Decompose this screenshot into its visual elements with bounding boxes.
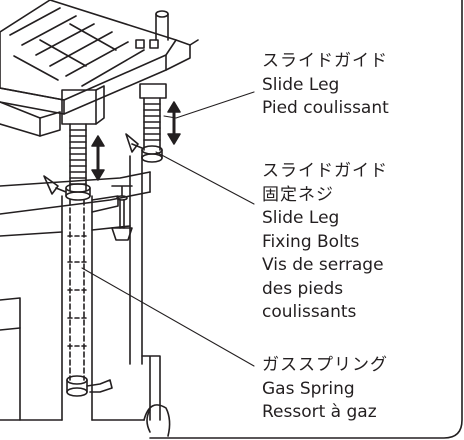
left-leg-block xyxy=(61,89,97,125)
right-slide-leg xyxy=(143,97,161,151)
right-leg-block xyxy=(139,83,167,99)
label-fr-fixing-bolts-3: coulissants xyxy=(262,302,357,322)
left-outer-tube xyxy=(61,195,93,421)
label-en-fixing-bolts-1: Slide Leg xyxy=(262,208,340,228)
label-en-gas-spring: Gas Spring xyxy=(262,378,355,399)
label-jp-fixing-bolts-1: スライドガイド xyxy=(262,161,388,181)
gas-spring-base xyxy=(66,375,113,397)
leader-fixing-bolts xyxy=(155,151,255,205)
caster xyxy=(143,404,171,437)
right-tube xyxy=(129,155,143,365)
label-jp-gas-spring: ガススプリング xyxy=(262,355,388,375)
table-top xyxy=(0,0,177,101)
label-jp-slide-leg: スライドガイド xyxy=(262,51,388,71)
adjust-arrow-left xyxy=(91,135,105,181)
label-fr-gas-spring: Ressort à gaz xyxy=(262,402,377,422)
callout-slide-leg: スライドガイド Slide Leg Pied coulissant xyxy=(262,50,389,121)
left-fixing-bolt xyxy=(43,175,91,201)
crossbar xyxy=(0,171,151,241)
leader-slide-leg xyxy=(163,91,255,119)
label-jp-fixing-bolts-2: 固定ネジ xyxy=(262,184,334,205)
adjust-arrow-right xyxy=(167,101,181,145)
label-en-slide-leg: Slide Leg xyxy=(262,74,340,95)
callout-fixing-bolts: スライドガイド 固定ネジ Slide Leg Fixing Bolts Vis … xyxy=(262,160,388,325)
left-slide-leg xyxy=(69,123,87,191)
callout-gas-spring: ガススプリング Gas Spring Ressort à gaz xyxy=(262,354,388,425)
label-fr-slide-leg: Pied coulissant xyxy=(262,98,389,118)
label-en-fixing-bolts-2: Fixing Bolts xyxy=(262,231,360,252)
frame-border xyxy=(149,0,463,439)
label-fr-fixing-bolts-2: des pieds xyxy=(262,278,344,299)
leader-gas-spring xyxy=(81,267,255,367)
label-fr-fixing-bolts-1: Vis de serrage xyxy=(262,255,384,275)
right-fixing-bolt xyxy=(125,133,163,163)
